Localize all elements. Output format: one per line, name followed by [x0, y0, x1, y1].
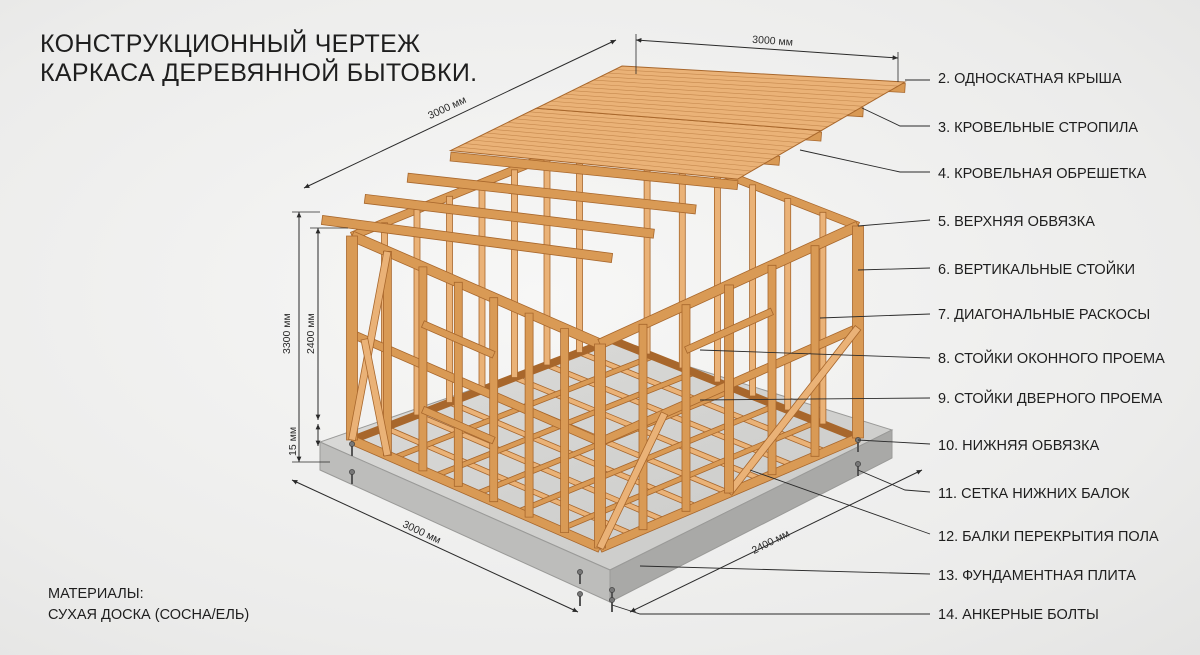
roof-rafter [320, 215, 614, 263]
vertical-stud [489, 297, 499, 503]
anchor-bolt-nut [855, 461, 861, 467]
leader-line [857, 439, 931, 445]
legend-item-window-studs: 8. СТОЙКИ ОКОННОГО ПРОЕМА [938, 351, 1165, 367]
title-line-1: КОНСТРУКЦИОННЫЙ ЧЕРТЕЖ [40, 30, 421, 58]
door-stud [724, 284, 734, 494]
vertical-stud [681, 304, 691, 512]
vertical-stud [784, 198, 792, 411]
legend-item-top-plate: 5. ВЕРХНЯЯ ОБВЯЗКА [938, 214, 1095, 230]
window-sill [420, 405, 496, 445]
leader-line [819, 313, 931, 319]
roof-board-seam [571, 90, 857, 111]
legend-item-roof-battens: 4. КРОВЕЛЬНАЯ ОБРЕШЕТКА [938, 166, 1147, 182]
door-header [684, 307, 774, 354]
vertical-stud [511, 169, 518, 378]
vertical-stud [560, 328, 569, 533]
foundation-slab [318, 341, 894, 603]
dim-wall-height: 2400 мм [305, 313, 317, 354]
title-line-2: КАРКАСА ДЕРЕВЯННОЙ БЫТОВКИ. [40, 59, 478, 87]
anchor-bolt-nut [349, 441, 355, 447]
roof-board-seam [579, 86, 864, 107]
vertical-stud [418, 266, 428, 472]
front-wall-frame [346, 220, 864, 553]
page-title: КОНСТРУКЦИОННЫЙ ЧЕРТЕЖ КАРКАСА ДЕРЕВЯННО… [40, 30, 477, 88]
vertical-stud [543, 156, 551, 366]
legend-item-anchor-bolts: 14. АНКЕРНЫЕ БОЛТЫ [938, 607, 1099, 623]
leader-line [857, 219, 931, 227]
dim-total-height: 3300 мм [281, 313, 293, 354]
leader-line [749, 469, 931, 535]
leader-line [861, 107, 930, 127]
roof-board-seam [600, 76, 885, 95]
leader-line [699, 397, 931, 401]
anchor-bolt-nut [609, 597, 615, 603]
roof-board-seam [586, 83, 871, 103]
vertical-stud [524, 312, 534, 518]
legend-item-bottom-plate: 10. НИЖНЯЯ ОБВЯЗКА [938, 438, 1100, 454]
legend-item-foundation-slab: 13. ФУНДАМЕНТНАЯ ПЛИТА [938, 568, 1136, 584]
anchor-bolt-nut [577, 569, 583, 575]
roof-board-seam [614, 69, 899, 87]
anchor-bolt-nut [609, 587, 615, 593]
leader-lines [611, 79, 931, 615]
materials-note: МАТЕРИАЛЫ: СУХАЯ ДОСКА (СОСНА/ЕЛЬ) [48, 584, 249, 626]
materials-value: СУХАЯ ДОСКА (СОСНА/ЕЛЬ) [48, 607, 250, 623]
legend-item-lower-beam-grid: 11. СЕТКА НИЖНИХ БАЛОК [938, 486, 1130, 502]
shed-roof [320, 65, 907, 263]
roof-board-seam [593, 79, 878, 99]
vertical-stud [638, 323, 648, 531]
leader-line [699, 349, 931, 359]
vertical-stud [453, 281, 463, 487]
legend: 2. ОДНОСКАТНАЯ КРЫША 3. КРОВЕЛЬНЫЕ СТРОП… [938, 0, 1200, 655]
vertical-stud [810, 245, 820, 457]
dim-roof-depth: 3000 мм [426, 94, 468, 122]
diagonal-brace [348, 250, 392, 442]
leader-line [611, 604, 930, 615]
anchor-bolt-nut [349, 469, 355, 475]
vertical-stud [594, 343, 606, 549]
legend-item-floor-joists: 12. БАЛКИ ПЕРЕКРЫТИЯ ПОЛА [938, 529, 1159, 545]
leader-line [857, 469, 931, 493]
leader-line [857, 267, 931, 271]
vertical-stud [576, 142, 583, 353]
anchor-bolt-nut [577, 591, 583, 597]
diagonal-brace [360, 338, 392, 457]
roof-board-seam [607, 72, 892, 91]
materials-heading: МАТЕРИАЛЫ: [48, 586, 144, 602]
legend-item-diagonal-braces: 7. ДИАГОНАЛЬНЫЕ РАСКОСЫ [938, 307, 1151, 323]
dim-base-depth: 2400 мм [750, 528, 792, 557]
vertical-stud [446, 195, 453, 403]
dimension-lines [291, 34, 923, 613]
legend-item-rafters: 3. КРОВЕЛЬНЫЕ СТРОПИЛА [938, 120, 1139, 136]
dim-slab-height: 15 мм [287, 427, 299, 456]
roof-rafter [363, 193, 655, 239]
legend-item-door-studs: 9. СТОЙКИ ДВЕРНОГО ПРОЕМА [938, 391, 1163, 407]
window-header [420, 320, 496, 359]
leader-line [639, 565, 931, 575]
dim-roof-width: 3000 мм [752, 34, 793, 49]
legend-item-roof: 2. ОДНОСКАТНАЯ КРЫША [938, 71, 1122, 87]
legend-item-vertical-studs: 6. ВЕРТИКАЛЬНЫЕ СТОЙКИ [938, 262, 1136, 278]
leader-line [799, 149, 930, 173]
vertical-stud [749, 184, 756, 397]
